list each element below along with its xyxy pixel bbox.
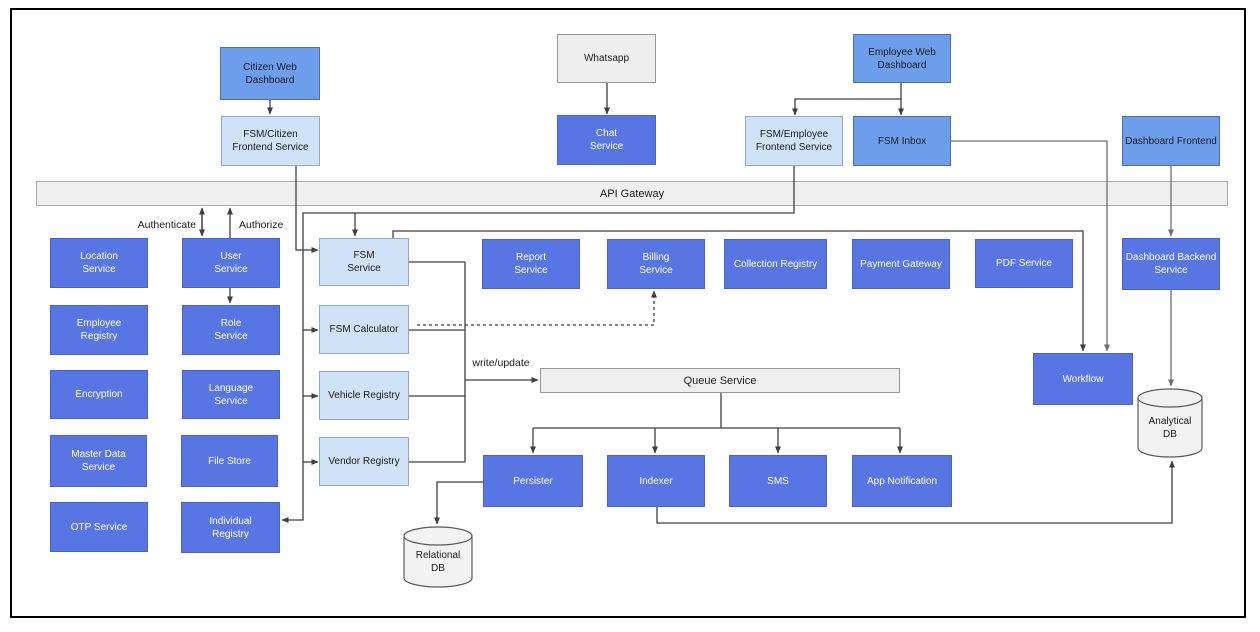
- node-fsm-employee-frontend-service: FSM/Employee Frontend Service: [745, 116, 843, 166]
- analytical-db-cylinder: Analytical DB: [1137, 388, 1203, 458]
- node-billing-service: Billing Service: [607, 239, 705, 289]
- relational-db-cylinder: Relational DB: [403, 526, 473, 588]
- node-file-store: File Store: [181, 435, 278, 487]
- node-sms: SMS: [729, 455, 827, 507]
- node-vehicle-registry: Vehicle Registry: [319, 371, 409, 420]
- cylinder-shape: [1137, 388, 1203, 458]
- authenticate-label: Authenticate: [137, 219, 196, 231]
- node-report-service: Report Service: [482, 239, 580, 289]
- node-persister: Persister: [483, 455, 583, 507]
- node-collection-registry: Collection Registry: [724, 239, 827, 289]
- node-chat-service: Chat Service: [557, 115, 656, 165]
- node-dashboard-backend-service: Dashboard Backend Service: [1122, 238, 1220, 290]
- node-role-service: Role Service: [182, 305, 280, 355]
- node-fsm-calculator: FSM Calculator: [319, 305, 409, 354]
- node-payment-gateway: Payment Gateway: [852, 239, 950, 289]
- node-master-data-service: Master Data Service: [50, 435, 147, 487]
- node-location-service: Location Service: [50, 238, 148, 288]
- node-otp-service: OTP Service: [50, 502, 148, 552]
- node-fsm-service: FSM Service: [319, 238, 409, 286]
- analytical-db-label: Analytical DB: [1148, 416, 1192, 440]
- cylinder-shape: [403, 526, 473, 588]
- node-individual-registry: Individual Registry: [181, 502, 280, 553]
- node-citizen-web-dashboard: Citizen Web Dashboard: [220, 47, 320, 100]
- node-dashboard-frontend: Dashboard Frontend: [1122, 116, 1220, 166]
- node-encryption: Encryption: [50, 370, 148, 419]
- node-language-service: Language Service: [182, 370, 280, 419]
- node-pdf-service: PDF Service: [975, 239, 1073, 288]
- node-fsm-citizen-frontend-service: FSM/Citizen Frontend Service: [221, 116, 320, 166]
- authorize-label: Authorize: [239, 219, 284, 231]
- node-indexer: Indexer: [607, 455, 705, 507]
- node-whatsapp: Whatsapp: [557, 34, 656, 83]
- node-employee-registry: Employee Registry: [50, 305, 148, 355]
- node-user-service: User Service: [182, 238, 280, 288]
- node-app-notification: App Notification: [852, 455, 952, 507]
- relational-db-label: Relational DB: [415, 550, 461, 574]
- queue-service-bar: Queue Service: [540, 368, 900, 393]
- node-vendor-registry: Vendor Registry: [319, 437, 409, 486]
- api-gateway-bar: API Gateway: [36, 181, 1228, 206]
- node-employee-web-dashboard: Employee Web Dashboard: [853, 34, 951, 83]
- node-workflow: Workflow: [1033, 353, 1133, 405]
- write-update-label: write/update: [472, 357, 530, 369]
- node-fsm-inbox: FSM Inbox: [853, 116, 951, 166]
